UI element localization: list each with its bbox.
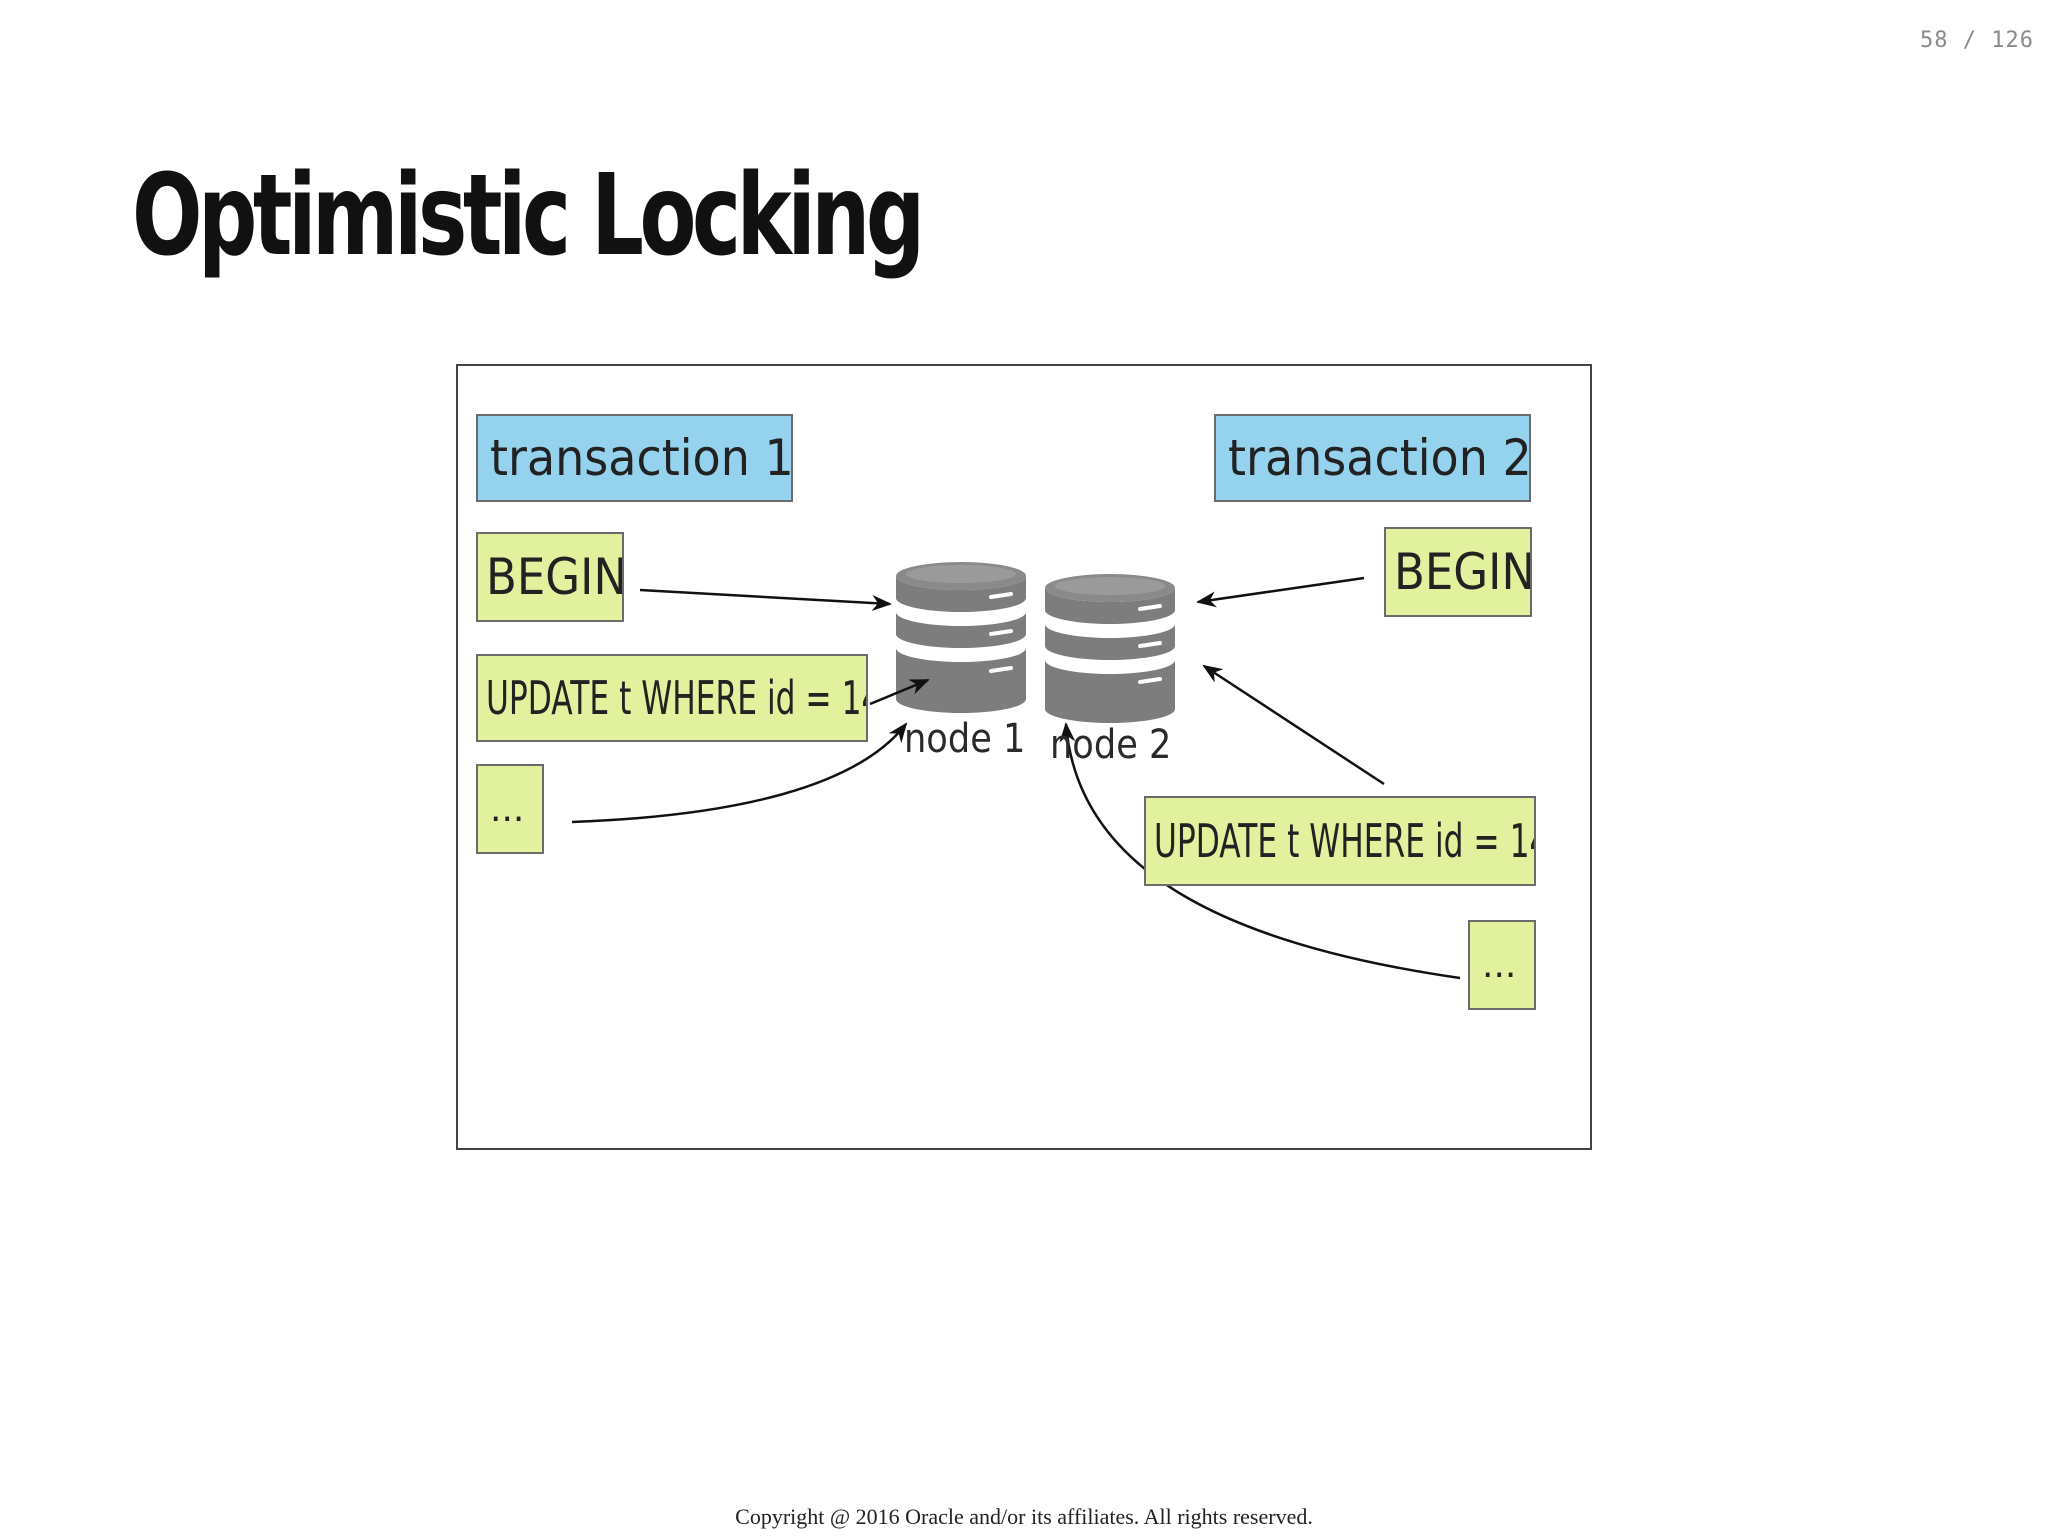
arrow-t1-update-to-node1 [869, 678, 930, 706]
transaction-2-header: transaction 2 [1214, 414, 1531, 502]
transaction-1-begin-statement: BEGIN [476, 532, 624, 622]
node-1-label: node 1 [904, 716, 1026, 762]
arrow-t2-begin-to-node2 [1196, 576, 1365, 608]
arrow-t2-more-to-node2 [1059, 722, 1461, 980]
node-2-label: node 2 [1050, 722, 1172, 768]
copyright-footer: Copyright @ 2016 Oracle and/or its affil… [735, 1504, 1313, 1529]
arrow-t2-update-to-node2 [1202, 664, 1385, 786]
arrow-t1-more-to-node1 [571, 722, 908, 824]
transaction-2-more-statements: ... [1468, 920, 1536, 1010]
page-counter: 58 / 126 [1920, 28, 2034, 53]
transaction-1-more-statements: ... [476, 764, 544, 854]
arrow-t1-begin-to-node1 [639, 588, 892, 611]
database-node-2-icon [1045, 574, 1175, 723]
diagram-frame: transaction 1 BEGIN UPDATE t WHERE id = … [456, 364, 1592, 1150]
diagram-canvas [571, 562, 1461, 980]
transaction-1-header: transaction 1 [476, 414, 793, 502]
transaction-1-update-statement: UPDATE t WHERE id = 14 [476, 654, 868, 742]
slide-title: Optimistic Locking [132, 151, 925, 281]
database-node-1-icon [896, 562, 1026, 713]
transaction-2-update-statement: UPDATE t WHERE id = 14 [1144, 796, 1536, 886]
transaction-2-begin-statement: BEGIN [1384, 527, 1532, 617]
